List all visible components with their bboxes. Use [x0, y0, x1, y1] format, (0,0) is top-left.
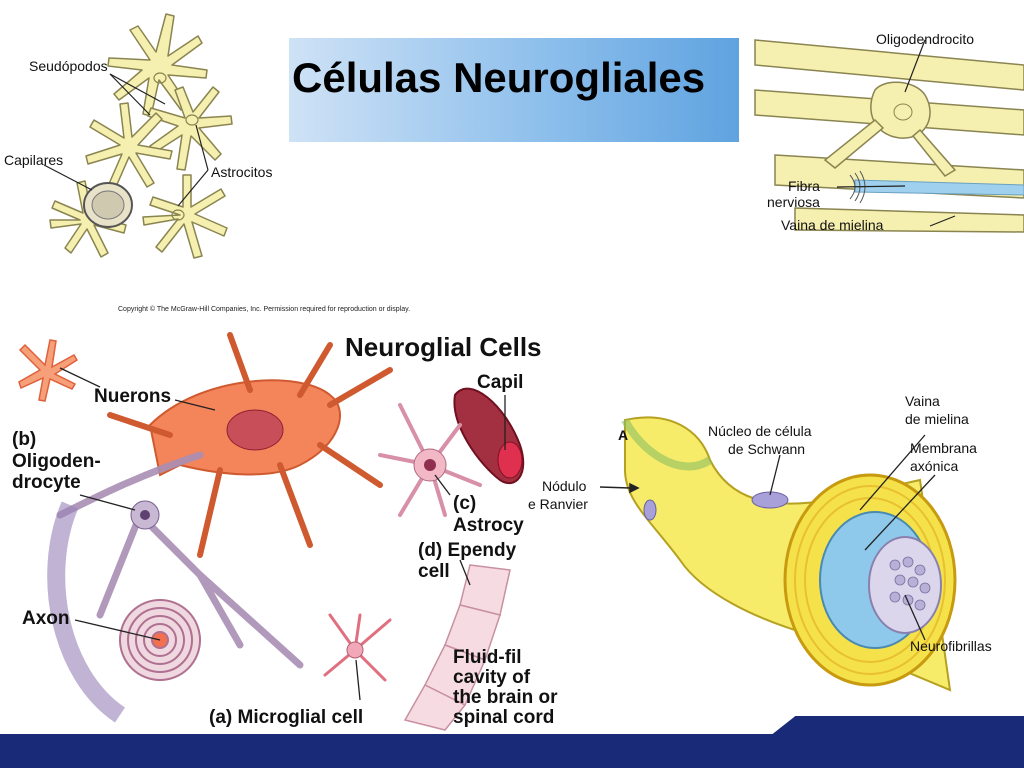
copyright-notice: Copyright © The McGraw-Hill Companies, I… — [118, 306, 411, 313]
label-epend-1: (d) Ependy — [418, 540, 517, 561]
capillary-tube — [453, 387, 525, 485]
page-title: Células Neurogliales — [292, 54, 706, 101]
myelin-cross-section — [783, 473, 957, 687]
label-membrane-1: Membrana — [910, 440, 977, 456]
astrocyte-illustration — [43, 13, 233, 259]
label-letter-a: A — [618, 427, 629, 443]
label-node-2: e Ranvier — [528, 496, 588, 512]
label-sheath-2: de mielina — [905, 411, 969, 427]
title-banner — [289, 38, 739, 142]
label-microglial: (a) Microglial cell — [209, 707, 364, 728]
label-oligo-1: (b) — [12, 429, 37, 450]
label-pseudopods: Seudópodos — [29, 58, 108, 74]
label-astro-2: Astrocy — [453, 515, 524, 536]
footer-tab — [770, 716, 1024, 736]
label-nucleus-1: Núcleo de célula — [708, 423, 812, 439]
label-capillary: Capil — [477, 372, 524, 393]
label-fluid-4: spinal cord — [453, 707, 555, 728]
label-fiber-1: Fibra — [788, 178, 820, 194]
label-oligodendrocyte: Oligodendrocito — [876, 31, 975, 47]
label-fluid-2: cavity of — [453, 667, 531, 688]
label-astro-1: (c) — [453, 493, 477, 514]
label-neurofibrils: Neurofibrillas — [910, 638, 992, 654]
label-oligo-2: Oligoden- — [12, 451, 101, 472]
oligodendrocyte-illustration — [754, 39, 1024, 233]
label-myelin-sheath: Vaina de mielina — [781, 217, 884, 233]
label-nucleus-2: de Schwann — [728, 441, 806, 457]
label-capillaries: Capilares — [4, 152, 64, 168]
label-membrane-2: axónica — [910, 458, 959, 474]
label-oligo-3: drocyte — [12, 472, 81, 493]
label-astrocytes: Astrocitos — [211, 164, 273, 180]
label-node-1: Nódulo — [542, 478, 587, 494]
label-fluid-3: the brain or — [453, 687, 558, 708]
label-fiber-2: nerviosa — [767, 194, 820, 210]
label-axon: Axon — [22, 608, 70, 629]
footer-bar — [0, 734, 1024, 768]
myelinated-axon-illustration — [599, 416, 957, 692]
neuroglial-heading: Neuroglial Cells — [345, 332, 542, 362]
neuroglial-illustration — [18, 332, 525, 731]
capillary-shape — [83, 182, 133, 228]
label-epend-2: cell — [418, 561, 450, 582]
label-neurons: Nuerons — [94, 386, 172, 407]
label-fluid-1: Fluid-fil — [453, 647, 522, 668]
label-sheath-1: Vaina — [905, 393, 940, 409]
